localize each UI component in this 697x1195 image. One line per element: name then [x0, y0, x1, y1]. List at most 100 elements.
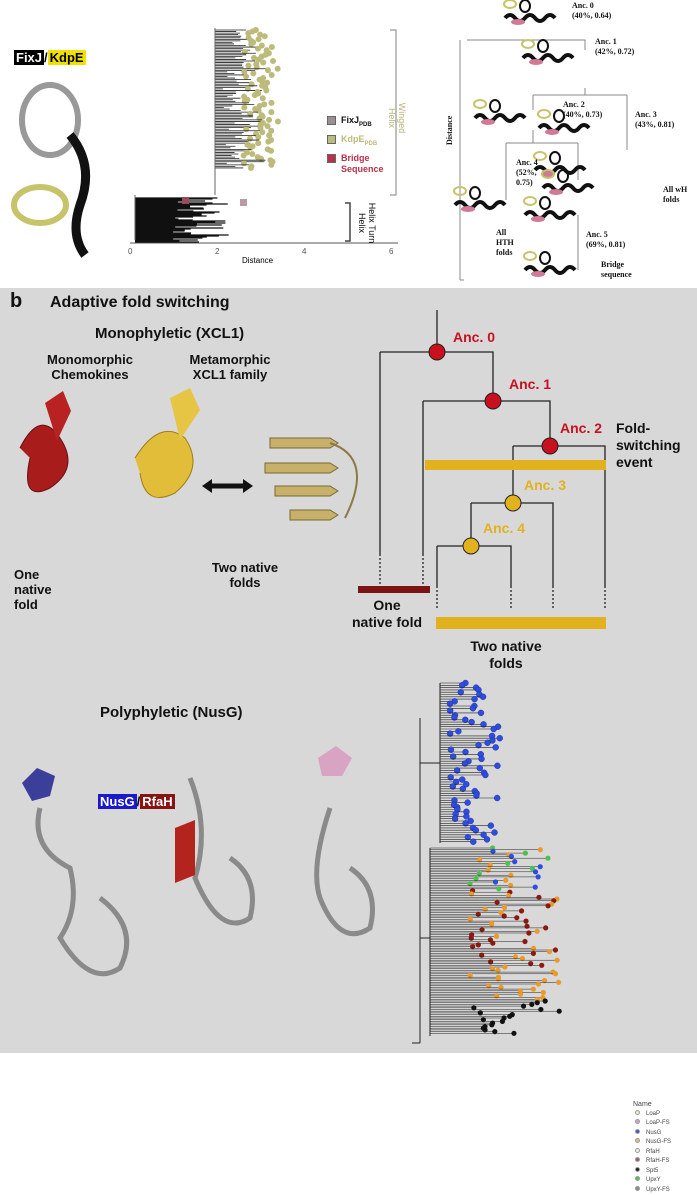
- anc-5-label: Anc. 5(69%, 0.81): [586, 230, 625, 250]
- tree-leaf: [503, 878, 508, 883]
- anc-3-label: Anc. 3: [524, 477, 566, 493]
- kdpe-leaf: [275, 118, 281, 124]
- nusg-leaf: [479, 756, 485, 762]
- kdpe-leaf: [255, 134, 261, 140]
- tree-leaf: [543, 998, 548, 1003]
- legend-item: NusG: [633, 1129, 671, 1139]
- nusg-leaf: [494, 795, 500, 801]
- tree-leaf: [502, 905, 507, 910]
- nusg-leaf: [493, 744, 499, 750]
- fixj-marker: [240, 199, 247, 206]
- tree-leaf: [531, 951, 536, 956]
- panel-b: b Adaptive fold switching Monophyletic (…: [0, 288, 697, 1053]
- kdpe-leaf: [258, 156, 264, 162]
- x-axis-label: Distance: [242, 256, 273, 265]
- kdpe-leaf: [248, 165, 254, 171]
- ancestor-structure: [524, 197, 575, 222]
- kdpe-leaf: [268, 148, 274, 154]
- legend-swatch: [327, 154, 336, 163]
- legend-title: Name: [633, 1100, 671, 1110]
- kdpe-leaf: [268, 109, 274, 115]
- legend-label: Spt5: [646, 1168, 658, 1174]
- nusg-leaf: [482, 772, 488, 778]
- nusg-leaf: [480, 694, 486, 700]
- tree-leaf: [514, 915, 519, 920]
- legend-dot: [635, 1176, 640, 1181]
- bridge-marker: [182, 197, 189, 204]
- tree-leaf: [535, 929, 540, 934]
- tree-leaf: [547, 949, 552, 954]
- nusg-blue-domain: [22, 768, 55, 801]
- kdpe-leaf: [265, 123, 271, 129]
- ancestor-distance-label: Distance: [445, 116, 455, 145]
- legend-item: RfaH: [633, 1148, 671, 1158]
- kdpe-leaf: [250, 70, 256, 76]
- legend-label: LoaP-FS: [646, 1120, 670, 1126]
- tree-leaf: [490, 941, 495, 946]
- ancestor-structure: [474, 100, 525, 125]
- tree-leaf: [518, 992, 523, 997]
- legend-label: UpxY-FS: [646, 1187, 670, 1193]
- kdpe-leaf: [249, 151, 255, 157]
- tree-one-fold-label: One native fold: [352, 597, 422, 631]
- tree-leaf: [538, 847, 543, 852]
- tree-leaf: [529, 1002, 534, 1007]
- ancestor-structure: [524, 252, 575, 277]
- kdpe-leaf: [242, 49, 248, 55]
- anc-1-node: [485, 393, 501, 409]
- kdpe-leaf: [268, 100, 274, 106]
- panel-b-graphics: [0, 288, 697, 1053]
- kdpe-leaf: [248, 41, 254, 47]
- kdpe-leaf: [247, 136, 253, 142]
- anc-2-label: Anc. 2(40%, 0.73): [563, 100, 602, 120]
- kdpe-leaf: [265, 67, 271, 73]
- legend-item: Bridge Sequence: [327, 150, 396, 180]
- kdpe-leaf: [255, 140, 261, 146]
- tree-leaf: [543, 925, 548, 930]
- legend-dot: [635, 1110, 640, 1115]
- legend-item: UpxY-FS: [633, 1186, 671, 1195]
- tree-leaf: [553, 947, 558, 952]
- nusg-structures: [38, 778, 373, 974]
- tree-leaf: [476, 942, 481, 947]
- tree-leaf: [545, 903, 550, 908]
- legend-dot: [635, 1138, 640, 1143]
- tree-leaf: [519, 908, 524, 913]
- fold-switching-event-label: Fold-switching event: [616, 420, 696, 471]
- legend-dot: [635, 1119, 640, 1124]
- kdpe-leaf: [255, 46, 261, 52]
- rfah-red-helix: [175, 820, 195, 883]
- legend-label: Bridge Sequence: [341, 150, 396, 180]
- kdpe-leaf: [259, 129, 265, 135]
- kdpe-leaf: [243, 126, 249, 132]
- nusg-leaf: [484, 836, 490, 842]
- kdpe-leaf: [245, 63, 251, 69]
- kdpe-leaf: [265, 139, 271, 145]
- nusg-leaf: [497, 735, 503, 741]
- kdpe-leaf: [260, 95, 266, 101]
- kdpe-leaf: [260, 60, 266, 66]
- nusg-leaf: [465, 800, 471, 806]
- tree-leaf: [541, 990, 546, 995]
- tree-leaf: [553, 971, 558, 976]
- kdpe-leaf: [254, 64, 260, 70]
- tree-leaf: [535, 1000, 540, 1005]
- leaf-wh: All wH folds: [663, 185, 688, 205]
- ancestor-structure: [454, 187, 505, 212]
- legend-item: NusG-FS: [633, 1138, 671, 1148]
- legend-swatch: [327, 135, 336, 144]
- tree-two-folds-label: Two native folds: [470, 638, 542, 672]
- kdpe-leaf: [243, 74, 249, 80]
- nusg-leaf: [485, 740, 491, 746]
- legend-item: LoaP-FS: [633, 1119, 671, 1129]
- nusg-leaf: [477, 765, 483, 771]
- anc-3-node: [505, 495, 521, 511]
- nusg-leaf: [488, 823, 494, 829]
- anc-1-label: Anc. 1: [509, 376, 551, 392]
- leaf-bridge: Bridge sequence: [601, 260, 641, 280]
- kdpe-leaf: [247, 111, 253, 117]
- tree-leaf: [500, 1019, 505, 1024]
- tree-leaf: [533, 885, 538, 890]
- tree-leaf: [557, 1009, 562, 1014]
- tree-leaf: [545, 856, 550, 861]
